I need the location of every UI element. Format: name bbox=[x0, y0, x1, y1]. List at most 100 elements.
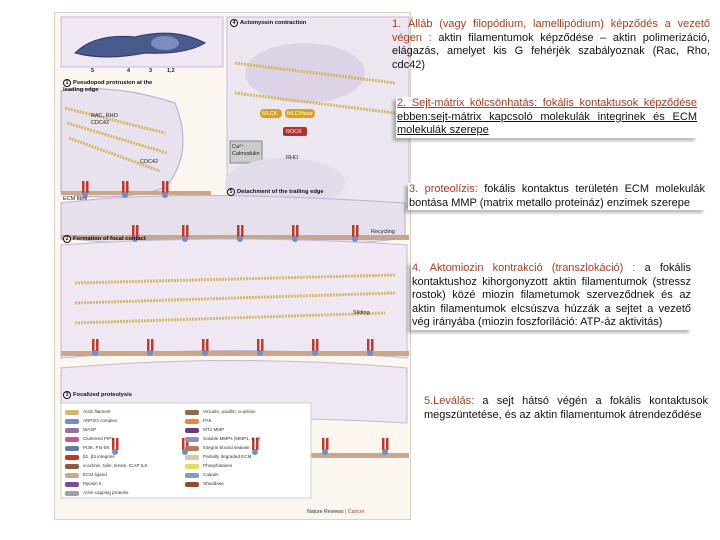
p5-heading: 5.Leválás: bbox=[424, 395, 483, 407]
panel-contraction bbox=[225, 16, 410, 208]
integrin-glyph bbox=[92, 339, 99, 356]
integrin-glyph bbox=[237, 225, 244, 242]
legend-label: Partially degraded ECM bbox=[203, 454, 252, 459]
integrin-glyph bbox=[352, 225, 359, 242]
label-rho: RHO bbox=[286, 155, 299, 161]
legend-label: FAK bbox=[203, 418, 212, 423]
order-1-2: 1,2 bbox=[167, 68, 175, 74]
integrin-glyph bbox=[202, 339, 209, 356]
legend-label: β1, β3 integrins bbox=[83, 454, 115, 459]
credit-journal: Cancer bbox=[347, 509, 365, 515]
legend-label: PI3K, PI4-5K bbox=[83, 445, 110, 450]
legend-label: Sheddase bbox=[203, 481, 224, 486]
integrin-glyph bbox=[132, 225, 139, 242]
p1-body: aktin filamentumok képződése – aktin pol… bbox=[392, 31, 710, 71]
p4-body: a fokális kontaktushoz kihorgonyzott akt… bbox=[412, 262, 691, 328]
legend-swatch bbox=[65, 446, 79, 451]
credit-separator: | bbox=[345, 509, 347, 515]
legend-label: Myosin II bbox=[83, 481, 102, 486]
label-cdc42-low: CDC42 bbox=[140, 159, 159, 165]
legend-label: ARP2/3 complex bbox=[83, 418, 118, 423]
integrin-glyph bbox=[257, 339, 264, 356]
legend-swatch bbox=[65, 428, 79, 433]
integrin-glyph bbox=[182, 225, 189, 242]
order-3: 3 bbox=[149, 68, 153, 74]
p3-heading: 3. proteolízis: bbox=[409, 183, 485, 195]
integrin-glyph bbox=[112, 438, 119, 455]
integrin-glyph bbox=[122, 181, 129, 198]
integrin-layer bbox=[82, 181, 389, 455]
label-recycling: Recycling bbox=[371, 229, 395, 235]
legend-label: Actin-capping proteins bbox=[83, 490, 129, 495]
label-cdc42-top: CDC42 bbox=[91, 120, 110, 126]
paragraph-3: 3. proteolízis: fokális kontaktus terüle… bbox=[408, 183, 706, 210]
integrin-glyph bbox=[252, 438, 259, 455]
legend-swatch bbox=[185, 473, 199, 478]
legend-swatch bbox=[185, 410, 199, 415]
order-4: 4 bbox=[127, 68, 131, 74]
panel-pseudopod bbox=[60, 88, 211, 198]
panel-focal-contact bbox=[60, 238, 409, 359]
integrin-glyph bbox=[82, 181, 89, 198]
legend-swatch bbox=[65, 410, 79, 415]
label-ecm-fibre: ECM fibre bbox=[63, 196, 88, 202]
legend-label: Calpain bbox=[203, 472, 219, 477]
p1-heading: 1. Álláb (vagy filopódium, lamellipódium… bbox=[392, 18, 710, 44]
legend-label: Clustered PIPs bbox=[83, 436, 114, 441]
legend-swatch bbox=[185, 428, 199, 433]
integrin-glyph bbox=[382, 438, 389, 455]
cell-thumbnail bbox=[60, 16, 224, 68]
legend-swatch bbox=[185, 437, 199, 442]
integrin-glyph bbox=[322, 438, 329, 455]
paragraph-2: 2. Sejt-mátrix kölcsönhatás: fokális kon… bbox=[396, 97, 698, 138]
integrin-glyph bbox=[162, 181, 169, 198]
legend-swatch bbox=[65, 419, 79, 424]
label-sliding: Sliding bbox=[353, 310, 370, 316]
order-5: 5 bbox=[91, 68, 95, 74]
legend-swatch bbox=[185, 419, 199, 424]
legend-swatch bbox=[185, 464, 199, 469]
legend-swatch bbox=[65, 464, 79, 469]
label-rock: ROCK bbox=[286, 129, 302, 135]
credit-publisher: Nature Reviews bbox=[307, 509, 344, 515]
integrin-glyph bbox=[312, 339, 319, 356]
legend-label: ECM ligand bbox=[83, 472, 107, 477]
legend-swatch bbox=[65, 455, 79, 460]
legend-swatch bbox=[65, 473, 79, 478]
p5-body: a sejt hátsó végén a fokális kontaktusok… bbox=[424, 395, 709, 421]
integrin-glyph bbox=[367, 339, 374, 356]
p4-heading: 4. Aktomiozin kontrakció (transzlokáció)… bbox=[412, 262, 645, 274]
paragraph-4: 4. Aktomiozin kontrakció (transzlokáció)… bbox=[411, 262, 692, 330]
p2-heading: 2. Sejt-mátrix kölcsönhatás: fokális kon… bbox=[397, 97, 697, 109]
legend-label: Integrin-bound sealase bbox=[203, 445, 250, 450]
paragraph-5: 5.Leválás: a sejt hátsó végén a fokális … bbox=[424, 395, 708, 422]
integrin-glyph bbox=[147, 339, 154, 356]
legend-label: α-actinin, talin, tensin, ICAP ILK bbox=[83, 463, 148, 468]
legend-label: Soluble MMPs (MMP1, 2, 9) bbox=[203, 436, 261, 441]
legend-label: Actin filament bbox=[83, 409, 111, 414]
paragraph-1: 1. Álláb (vagy filopódium, lamellipódium… bbox=[392, 18, 710, 72]
legend-swatch bbox=[65, 482, 79, 487]
label-rac-rho: RAC, RHO bbox=[91, 113, 118, 119]
legend-label: Phosphatases bbox=[203, 463, 233, 468]
legend-swatch bbox=[65, 437, 79, 442]
figure-illustration bbox=[60, 16, 410, 499]
legend-label: MT1 MMP bbox=[203, 427, 225, 432]
legend-label: Vinculin, paxillin, α-actinin bbox=[203, 409, 256, 414]
legend-swatch bbox=[185, 482, 199, 487]
label-mlck: MLCK bbox=[262, 111, 278, 117]
legend-swatch bbox=[185, 446, 199, 451]
p2-body: ebben:sejt-mátrix kapcsoló molekulák int… bbox=[397, 110, 697, 137]
legend-label: WASP bbox=[83, 427, 97, 432]
integrin-glyph bbox=[292, 225, 299, 242]
label-calmodulin: Calmodulin bbox=[232, 151, 260, 157]
label-mlcptase: MLCPtase bbox=[287, 111, 313, 117]
figure-credit: Nature Reviews | Cancer bbox=[307, 509, 365, 515]
legend-swatch bbox=[65, 491, 79, 496]
